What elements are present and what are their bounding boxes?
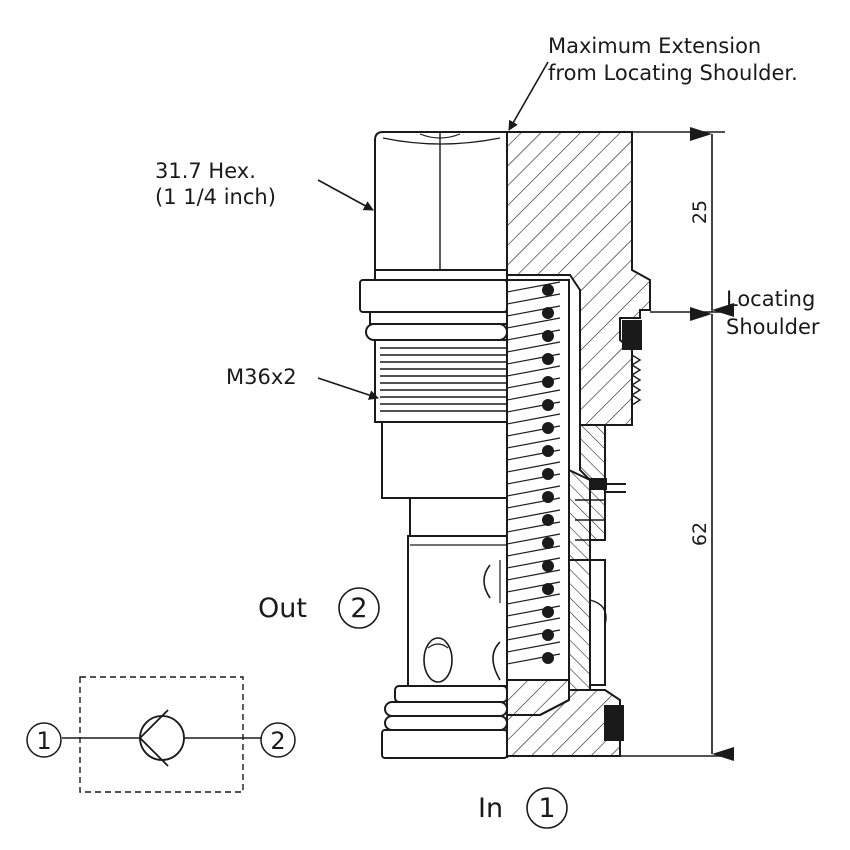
locating-shoulder-label-line1: Locating bbox=[726, 287, 815, 311]
check-ball-icon bbox=[139, 715, 185, 761]
max-extension-label-line1: Maximum Extension bbox=[548, 34, 761, 58]
out-port-number: 2 bbox=[350, 593, 367, 624]
dimension-lines bbox=[620, 127, 734, 761]
symbol-port-right: 2 bbox=[270, 727, 285, 755]
thread-label: M36x2 bbox=[226, 365, 297, 389]
shoulder-flange bbox=[359, 279, 508, 313]
max-extension-label-line2: from Locating Shoulder. bbox=[548, 61, 798, 85]
symbol-port-left: 1 bbox=[36, 727, 51, 755]
out-port-label: Out bbox=[258, 593, 307, 624]
hex-label-line1: 31.7 Hex. bbox=[155, 159, 256, 183]
valve-exterior-view bbox=[359, 131, 508, 759]
check-valve-symbol: 1 2 bbox=[26, 676, 296, 793]
in-port-circle bbox=[526, 787, 568, 829]
hex-section bbox=[506, 131, 651, 426]
dimension-upper: 25 bbox=[689, 200, 711, 224]
locating-shoulder-label-line2: Shoulder bbox=[726, 315, 820, 339]
hex-nut bbox=[374, 131, 508, 271]
leader-lines bbox=[317, 61, 549, 400]
check-seat-icon bbox=[139, 709, 169, 767]
spring-wire-dots bbox=[542, 284, 554, 664]
lower-body bbox=[407, 535, 508, 687]
spring bbox=[506, 281, 561, 665]
hex-label-line2: (1 1/4 inch) bbox=[155, 185, 276, 209]
in-port-label: In bbox=[478, 793, 503, 824]
thread-section bbox=[374, 339, 508, 423]
dimension-lower: 62 bbox=[689, 522, 711, 546]
out-port-circle bbox=[338, 587, 380, 629]
in-port-number: 1 bbox=[538, 793, 555, 824]
valve-section-view bbox=[506, 131, 651, 758]
